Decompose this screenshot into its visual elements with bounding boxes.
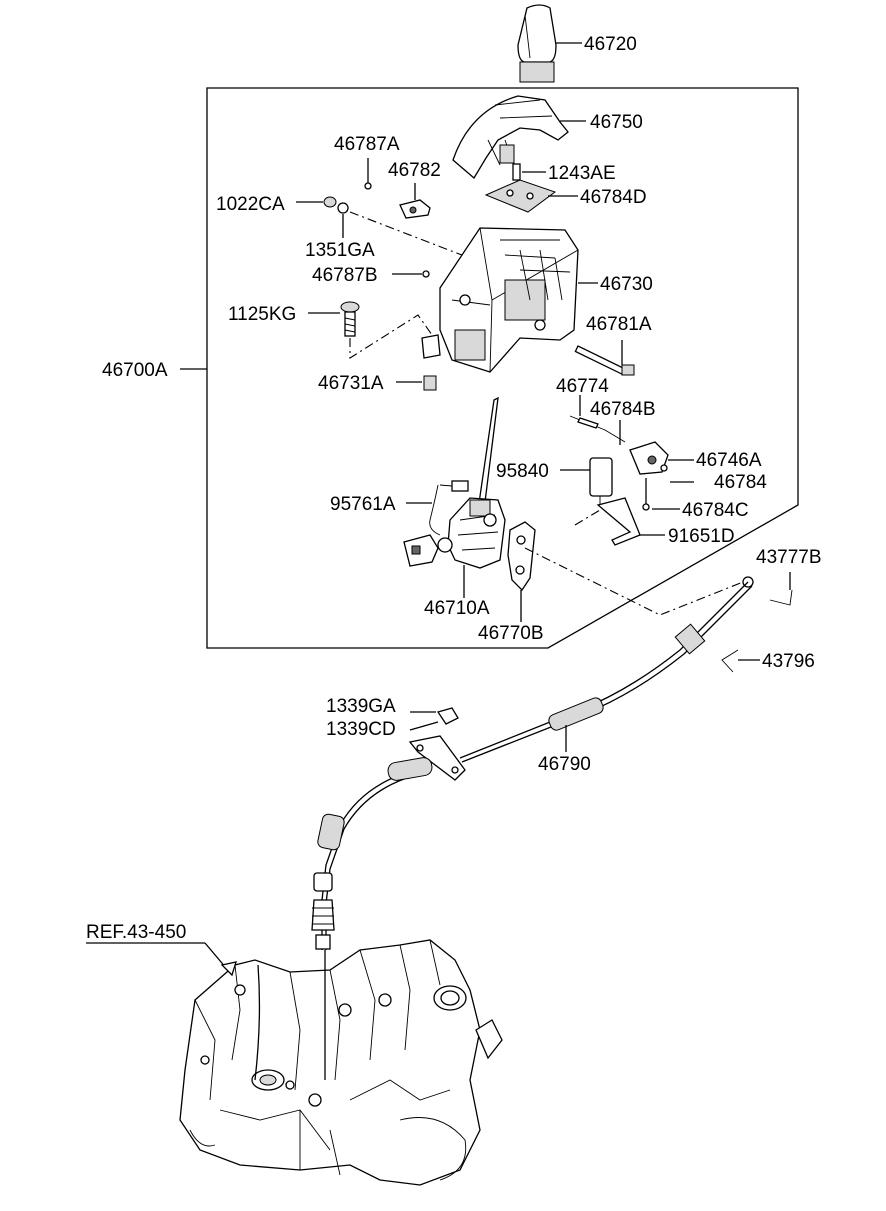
label-1022CA: 1022CA [216,194,285,215]
indicator-cover-46750[interactable] [452,95,569,179]
bracket-46770B[interactable] [507,521,536,592]
assembly-frame [206,87,799,649]
transaxle-assembly[interactable] [179,939,503,1186]
bracket-46782[interactable] [399,199,431,219]
screw-1243AE[interactable] [512,163,521,181]
solenoid-95840[interactable] [589,457,613,505]
bushing-46731A[interactable] [421,334,441,391]
plate-46784D[interactable] [484,179,557,213]
shift-cable-46790[interactable] [311,581,753,950]
label-46710A: 46710A [424,598,490,619]
label-46784D: 46784D [580,187,647,208]
nut-1022CA[interactable] [323,196,337,208]
label-46782: 46782 [388,160,441,181]
label-95761A: 95761A [330,494,396,515]
label-46774: 46774 [556,376,609,397]
wiring-95761A[interactable] [429,480,469,536]
label-46784B: 46784B [590,399,656,420]
label-43796: 43796 [762,651,815,672]
cable-bracket-plate[interactable] [387,735,466,782]
nut-1339GA[interactable] [436,707,459,725]
label-1125KG: 1125KG [228,304,296,325]
label-1339GA: 1339GA [326,696,396,717]
label-46787A: 46787A [334,134,400,155]
clip-43777B[interactable] [742,576,793,606]
washer-1351GA[interactable] [337,202,349,214]
bracket-91651D[interactable] [596,497,641,546]
label-46784C: 46784C [682,500,749,521]
shift-knob-46720[interactable] [517,4,557,83]
pin-46781A[interactable] [574,345,635,376]
label-43777B: 43777B [756,547,822,568]
label-46750: 46750 [590,112,643,133]
label-1351GA: 1351GA [305,240,375,261]
label-95840: 95840 [496,461,549,482]
screw-46787B[interactable] [422,270,430,278]
label-1339CD: 1339CD [326,719,396,740]
actuator-46746A[interactable] [629,441,669,475]
label-46770B: 46770B [478,623,544,644]
connector-block[interactable] [403,534,453,567]
pin-46784C[interactable] [642,478,650,511]
label-46781A: 46781A [586,314,652,335]
label-91651D: 91651D [668,526,735,547]
lever-housing-46730[interactable] [439,227,579,373]
bolt-1125KG[interactable] [340,301,360,337]
label-46746A: 46746A [696,450,762,471]
label-46790: 46790 [538,754,591,775]
label-46700A: 46700A [102,360,168,381]
label-1243AE: 1243AE [548,163,616,184]
retainer-43796[interactable] [721,649,739,673]
screw-46787A[interactable] [364,158,372,190]
label-ref-43-450: REF.43-450 [86,922,186,943]
label-46720: 46720 [584,34,637,55]
lever-base-46710A[interactable] [447,396,506,569]
label-46730: 46730 [600,274,653,295]
label-46784: 46784 [714,472,767,493]
cable-46774[interactable] [569,415,626,443]
label-46787B: 46787B [312,265,378,286]
label-46731A: 46731A [318,373,384,394]
